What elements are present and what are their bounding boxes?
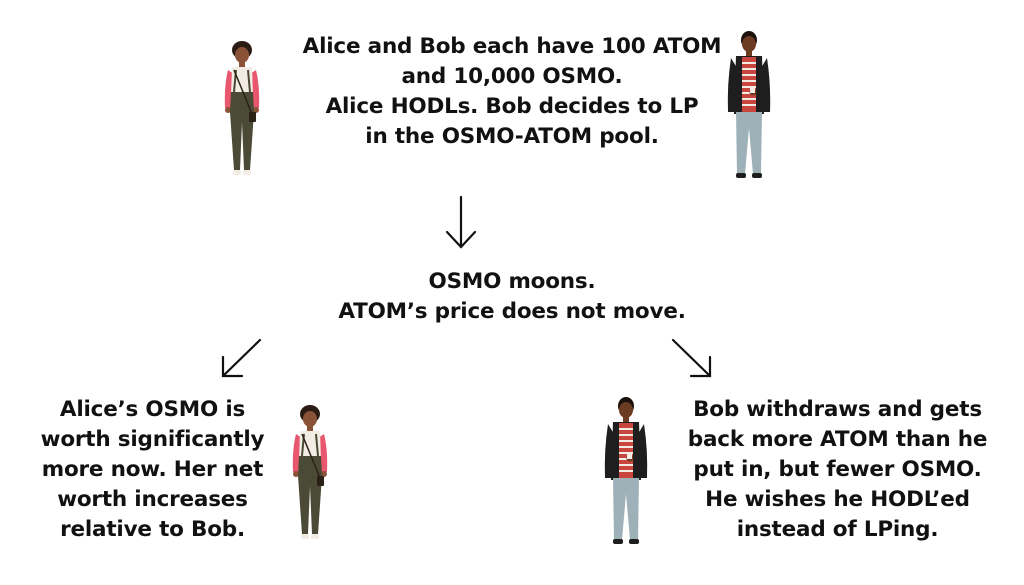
intro-line-1: Alice and Bob each have 100 ATOM <box>302 34 722 59</box>
bob-figure <box>727 31 771 178</box>
event-line-1: OSMO moons. <box>428 269 596 294</box>
event-text: OSMO moons. ATOM’s price does not move. <box>237 267 787 327</box>
down-arrow-icon <box>445 195 477 249</box>
bob-outcome-line-5: instead of LPing. <box>736 517 939 542</box>
intro-text: Alice and Bob each have 100 ATOM and 10,… <box>237 32 787 152</box>
intro-line-4: in the OSMO-ATOM pool. <box>365 124 659 149</box>
intro-line-2: and 10,000 OSMO. <box>401 64 623 89</box>
bob-outcome-line-3: put in, but fewer OSMO. <box>693 457 982 482</box>
alice-outcome-line-5: relative to Bob. <box>60 517 245 542</box>
alice-figure-outcome <box>292 405 328 539</box>
event-line-2: ATOM’s price does not move. <box>338 299 686 324</box>
intro-line-3: Alice HODLs. Bob decides to LP <box>325 94 699 119</box>
bob-outcome-line-1: Bob withdraws and gets <box>693 397 982 422</box>
bob-outcome-line-4: He wishes he HODL’ed <box>705 487 970 512</box>
alice-outcome-line-2: worth significantly <box>40 427 265 452</box>
alice-outcome-line-1: Alice’s OSMO is <box>59 397 246 422</box>
bob-outcome-line-2: back more ATOM than he <box>687 427 988 452</box>
alice-figure <box>224 41 260 175</box>
alice-outcome-line-3: more now. Her net <box>41 457 264 482</box>
down-right-arrow-icon <box>671 338 712 378</box>
alice-outcome-text: Alice’s OSMO is worth significantly more… <box>20 395 285 545</box>
alice-outcome-line-4: worth increases <box>57 487 248 512</box>
down-left-arrow-icon <box>221 338 262 378</box>
bob-figure-outcome <box>604 397 648 544</box>
bob-outcome-text: Bob withdraws and gets back more ATOM th… <box>655 395 1020 545</box>
